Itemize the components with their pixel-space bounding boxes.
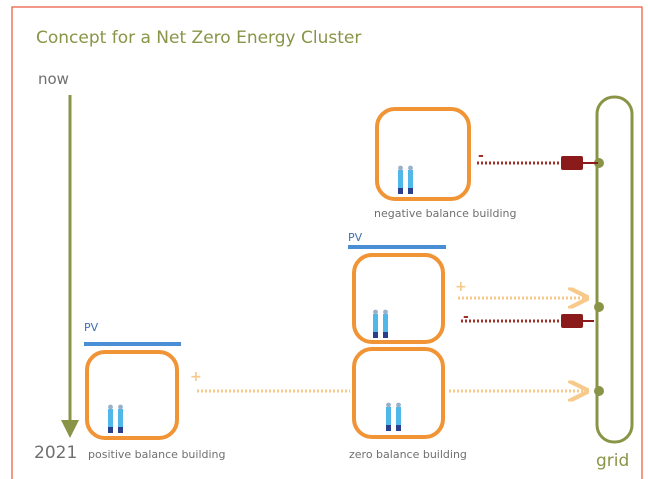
zero-building-label: zero balance building xyxy=(349,448,467,461)
battery-icon xyxy=(398,165,413,194)
grid-label: grid xyxy=(596,451,629,471)
grid-bus xyxy=(595,95,634,444)
timeline-end-label: 2021 xyxy=(34,443,77,463)
grid-node-positive xyxy=(594,386,604,396)
pv-bar-zero xyxy=(348,245,446,249)
timeline-start-label: now xyxy=(38,70,69,88)
battery-icon xyxy=(386,402,401,431)
plus-sign-positive: + xyxy=(190,369,202,385)
pv-label-zero: PV xyxy=(348,231,363,244)
negative-sign: - xyxy=(478,148,484,164)
plus-sign-zero: + xyxy=(455,279,467,295)
zero-balance-building-lower xyxy=(352,347,445,439)
negative-building-label: negative balance building xyxy=(374,207,516,220)
meter-icon xyxy=(561,156,583,170)
pv-bar-positive xyxy=(84,342,181,346)
grid-node-negative xyxy=(594,158,604,168)
diagram-title: Concept for a Net Zero Energy Cluster xyxy=(36,28,361,48)
diagram-frame xyxy=(11,6,643,479)
pv-label-positive: PV xyxy=(84,321,99,334)
minus-sign-zero: - xyxy=(463,309,469,325)
timeline-arrowhead xyxy=(61,420,79,438)
battery-icon xyxy=(108,404,123,433)
negative-balance-building xyxy=(375,107,471,201)
positive-balance-building xyxy=(85,350,179,440)
grid-node-zero-top xyxy=(594,302,604,312)
zero-balance-building-upper xyxy=(352,253,445,344)
battery-icon xyxy=(373,309,388,338)
positive-building-label: positive balance building xyxy=(88,448,226,461)
meter-icon xyxy=(561,314,583,328)
